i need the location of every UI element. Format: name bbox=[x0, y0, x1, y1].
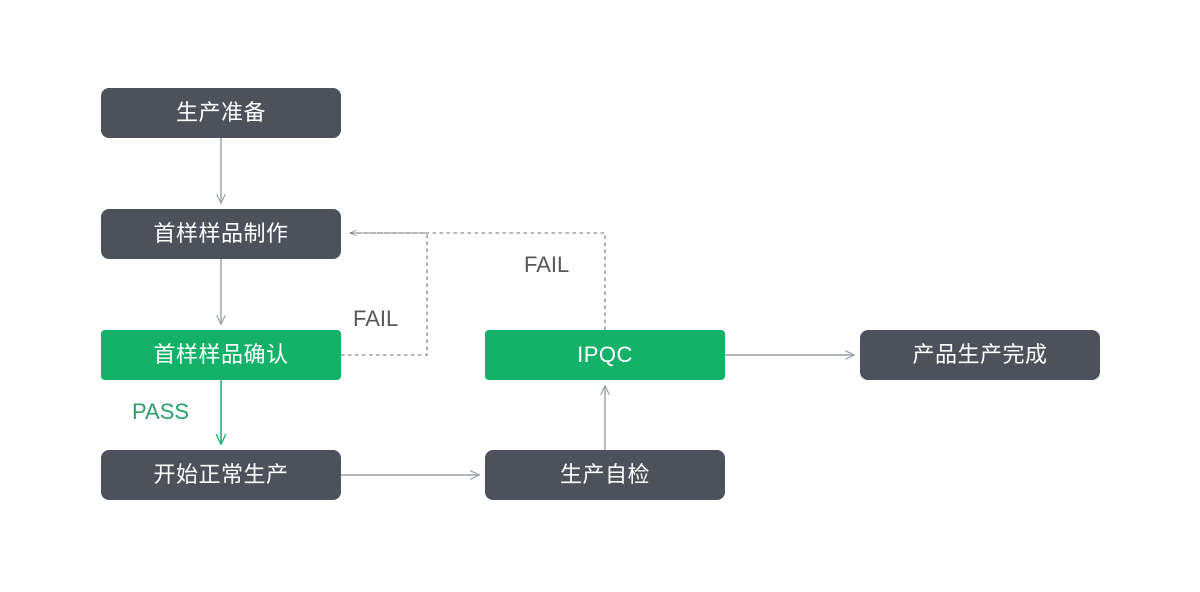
node-start-normal-production[interactable]: 开始正常生产 bbox=[101, 450, 341, 500]
edge-label-fail-right: FAIL bbox=[524, 252, 570, 277]
edge-label-fail-left: FAIL bbox=[353, 306, 399, 331]
node-label: 生产自检 bbox=[559, 462, 650, 487]
node-label: IPQC bbox=[577, 342, 633, 367]
node-label: 首样样品确认 bbox=[153, 342, 289, 367]
node-first-sample-confirmation[interactable]: 首样样品确认 bbox=[101, 330, 341, 380]
node-label: 首样样品制作 bbox=[153, 221, 289, 246]
node-label: 开始正常生产 bbox=[153, 462, 289, 487]
node-label: 生产准备 bbox=[175, 100, 266, 125]
node-product-production-complete[interactable]: 产品生产完成 bbox=[860, 330, 1100, 380]
node-production-self-check[interactable]: 生产自检 bbox=[485, 450, 725, 500]
node-first-sample-production[interactable]: 首样样品制作 bbox=[101, 209, 341, 259]
edge-confirm-fail-to-sample bbox=[341, 233, 428, 356]
node-production-preparation[interactable]: 生产准备 bbox=[101, 88, 341, 138]
node-ipqc[interactable]: IPQC bbox=[485, 330, 725, 380]
node-label: 产品生产完成 bbox=[912, 342, 1048, 367]
edge-label-pass: PASS bbox=[132, 399, 190, 424]
